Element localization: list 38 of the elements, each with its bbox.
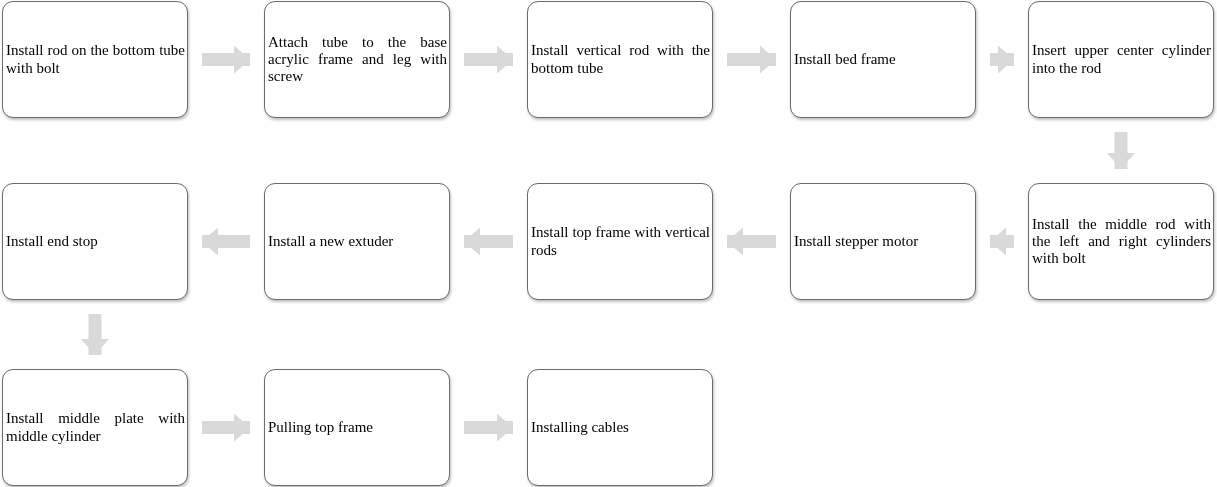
step-text: Install the middle rod with the left and right cylinders with bolt: [1032, 215, 1211, 268]
arrow: [727, 45, 776, 74]
arrow: [727, 227, 776, 256]
arrow: [81, 314, 109, 355]
arrow: [202, 413, 250, 442]
step-box: [264, 1, 450, 118]
step-text: Install top frame with vertical rods: [531, 224, 710, 259]
step-box: [2, 369, 188, 486]
step-box: [790, 183, 976, 300]
arrow: [464, 413, 513, 442]
step-box: [527, 369, 713, 486]
step-box: [790, 1, 976, 118]
step-text: Pulling top frame: [268, 418, 374, 437]
step-box: [2, 183, 188, 300]
step-text: Attach tube to the base acrylic frame and leg with screw: [268, 33, 447, 86]
arrow: [202, 227, 250, 256]
step-text: Install end stop: [6, 232, 99, 251]
arrow: [202, 45, 250, 74]
step-box: [2, 1, 188, 118]
step-box: [264, 369, 450, 486]
step-box: [1028, 1, 1214, 118]
arrow: [990, 227, 1014, 256]
step-box: [1028, 183, 1214, 300]
step-text: Install rod on the bottom tube with bolt: [6, 42, 185, 77]
step-text: Install middle plate with middle cylinder: [6, 410, 185, 445]
arrow: [990, 45, 1014, 74]
step-box: [264, 183, 450, 300]
step-text: Insert upper center cylinder into the rod: [1032, 42, 1211, 77]
arrow: [464, 45, 513, 74]
arrow: [464, 227, 513, 256]
step-text: Install bed frame: [794, 50, 897, 69]
arrow: [1107, 132, 1135, 169]
step-box: [527, 183, 713, 300]
step-text: Installing cables: [531, 418, 630, 437]
step-text: Install vertical rod with the bottom tube: [531, 42, 710, 77]
step-text: Install a new extuder: [268, 232, 395, 251]
step-text: Install stepper motor: [794, 232, 920, 251]
step-box: [527, 1, 713, 118]
